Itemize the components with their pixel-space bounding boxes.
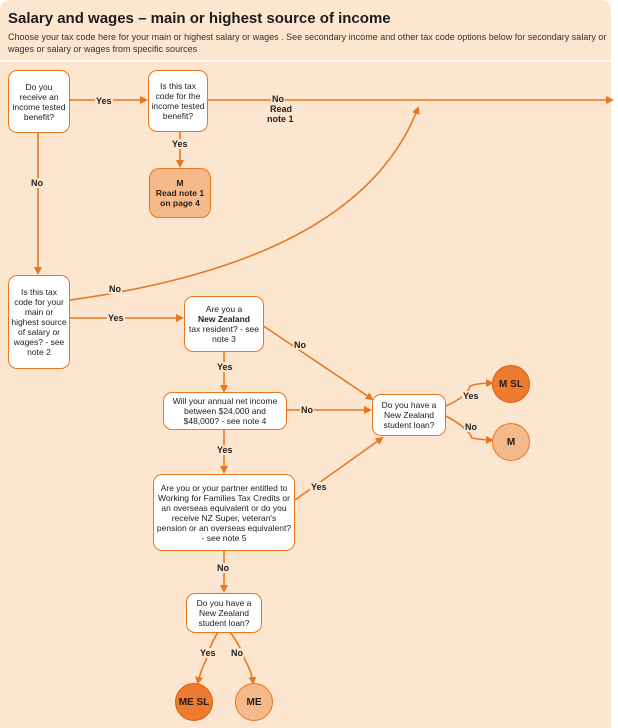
label-no-q3: No	[108, 284, 122, 294]
result-m-read-note: M Read note 1 on page 4	[149, 168, 211, 218]
question-working-for-families: Are you or your partner entitled to Work…	[153, 474, 295, 551]
label-yes-q8: Yes	[199, 648, 217, 658]
result-m-sl: M SL	[492, 365, 530, 403]
connector-q6-q7-yes	[294, 436, 384, 501]
label-yes-q5: Yes	[216, 445, 234, 455]
label-yes-q4: Yes	[216, 362, 234, 372]
label-no-q8: No	[230, 648, 244, 658]
label-no-q5: No	[300, 405, 314, 415]
question-annual-net-income: Will your annual net income between $24,…	[163, 392, 287, 430]
label-yes-q7: Yes	[462, 391, 480, 401]
label-read: Read	[269, 104, 294, 114]
label-yes-q1: Yes	[95, 96, 113, 106]
label-note-1: note 1	[266, 114, 295, 124]
label-no-q6: No	[216, 563, 230, 573]
label-yes-q3: Yes	[107, 313, 125, 323]
label-yes-q6: Yes	[310, 482, 328, 492]
page-subtitle: Choose your tax code here for your main …	[8, 32, 607, 54]
connector-q8-mesl-yes	[195, 631, 219, 685]
result-me-sl: ME SL	[175, 683, 213, 721]
label-yes-q2: Yes	[171, 139, 189, 149]
header-divider	[0, 60, 611, 62]
question-student-loan-top: Do you have a New Zealand student loan?	[372, 394, 446, 436]
connector-q8-me-no	[229, 631, 257, 685]
connector-q3-no-curve	[69, 106, 420, 301]
question-income-tested-benefit: Do you receive an income tested benefit?	[8, 70, 70, 133]
result-m-note: Read note 1 on page 4	[155, 188, 205, 208]
question-nz-tax-resident: Are you a New Zealand tax resident? - se…	[184, 296, 264, 352]
connector-q7-m-no	[445, 415, 494, 444]
label-no-q7: No	[464, 422, 478, 432]
question-main-source: Is this tax code for your main or highes…	[8, 275, 70, 369]
header: Salary and wages – main or highest sourc…	[8, 10, 608, 55]
question-student-loan-bottom: Do you have a New Zealand student loan?	[186, 593, 262, 633]
label-no-q4: No	[293, 340, 307, 350]
connector-q4-q7-no	[261, 324, 374, 401]
page-title: Salary and wages – main or highest sourc…	[8, 10, 391, 27]
label-no-q1: No	[30, 178, 44, 188]
connector-q7-msl-yes	[445, 379, 494, 407]
result-me: ME	[235, 683, 273, 721]
result-m-code: M	[176, 178, 184, 188]
result-m: M	[492, 423, 530, 461]
label-no-q2: No	[271, 94, 285, 104]
question-tax-code-for-benefit: Is this tax code for the income tested b…	[148, 70, 208, 132]
